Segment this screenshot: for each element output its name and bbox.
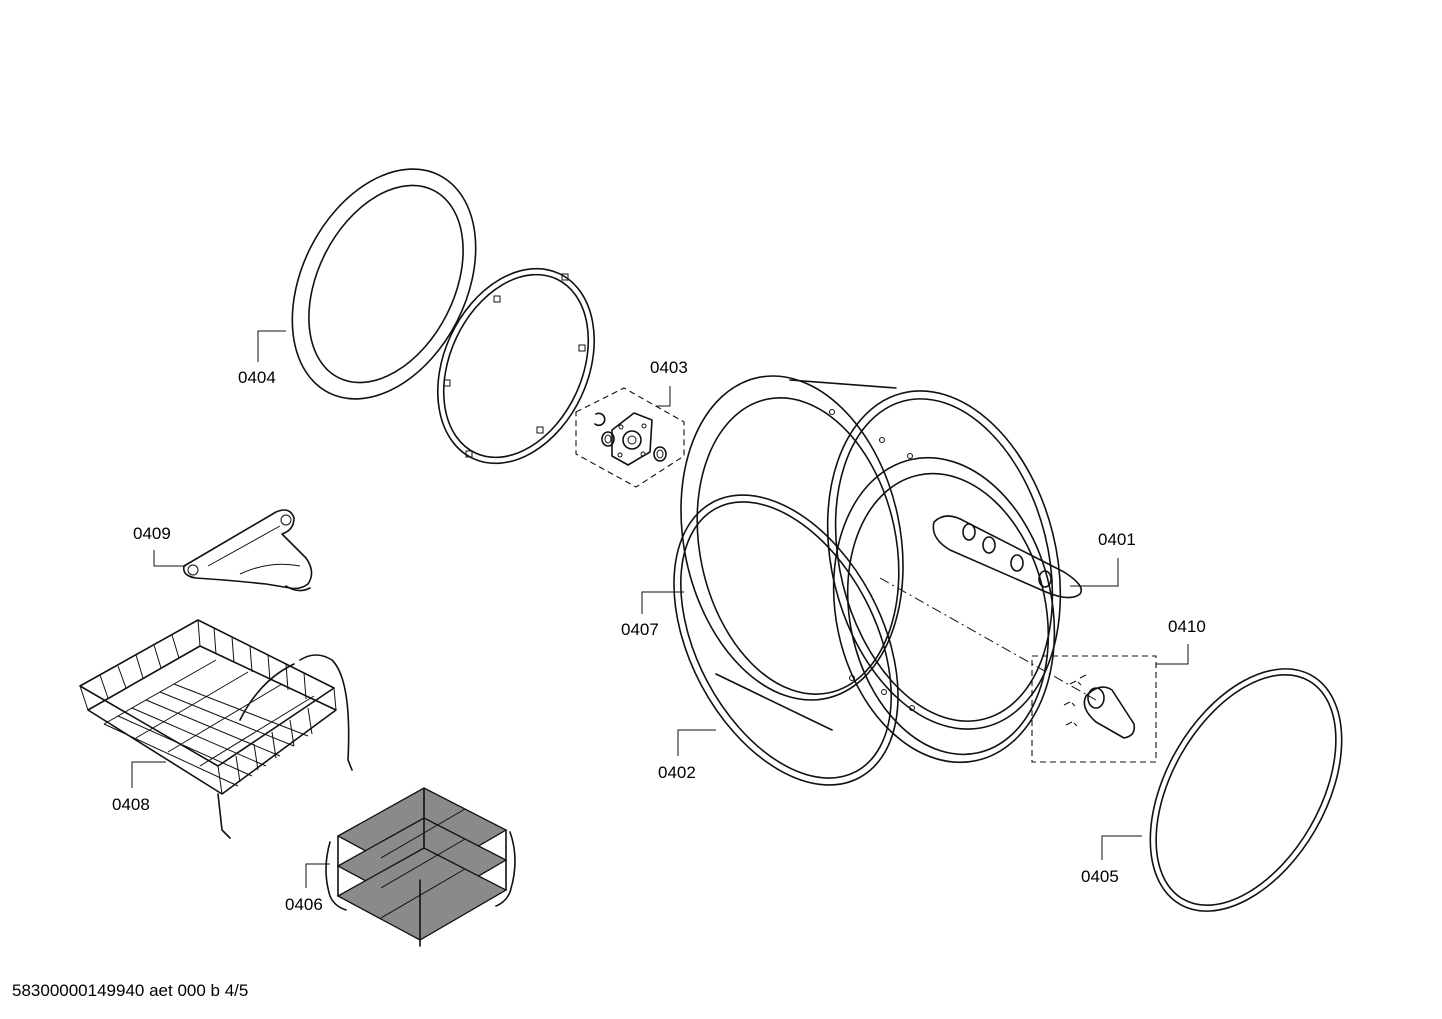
label-0409: 0409 [133, 524, 171, 543]
label-0402: 0402 [658, 763, 696, 782]
part-seal-ring[interactable] [408, 243, 625, 489]
part-0406-shoe-rack[interactable] [325, 787, 516, 947]
label-0407: 0407 [621, 620, 659, 639]
label-0404: 0404 [238, 368, 276, 387]
part-0407-drum-front-ring[interactable] [652, 355, 931, 721]
part-0410-shaft-kit[interactable] [1031, 655, 1157, 763]
assembly-axis-line [879, 577, 1097, 701]
part-0409-bracket[interactable] [182, 509, 313, 592]
part-0408-drying-rack[interactable] [79, 619, 353, 839]
label-0408: 0408 [112, 795, 150, 814]
part-drum-body[interactable] [715, 366, 1094, 783]
drawing-code: 58300000149940 aet 000 b 4/5 [12, 981, 249, 1000]
label-0403: 0403 [650, 358, 688, 377]
part-0405-rear-seal[interactable] [1111, 636, 1382, 945]
label-0405: 0405 [1081, 867, 1119, 886]
label-0410: 0410 [1168, 617, 1206, 636]
label-0406: 0406 [285, 895, 323, 914]
part-0401-drum-paddle[interactable] [932, 515, 1083, 599]
leader-lines [131, 330, 1189, 888]
label-0401: 0401 [1098, 530, 1136, 549]
part-0402-drum-seal[interactable] [628, 457, 944, 823]
part-0403-bearing-kit[interactable] [575, 387, 685, 488]
part-0404-door-gasket[interactable] [256, 138, 513, 430]
